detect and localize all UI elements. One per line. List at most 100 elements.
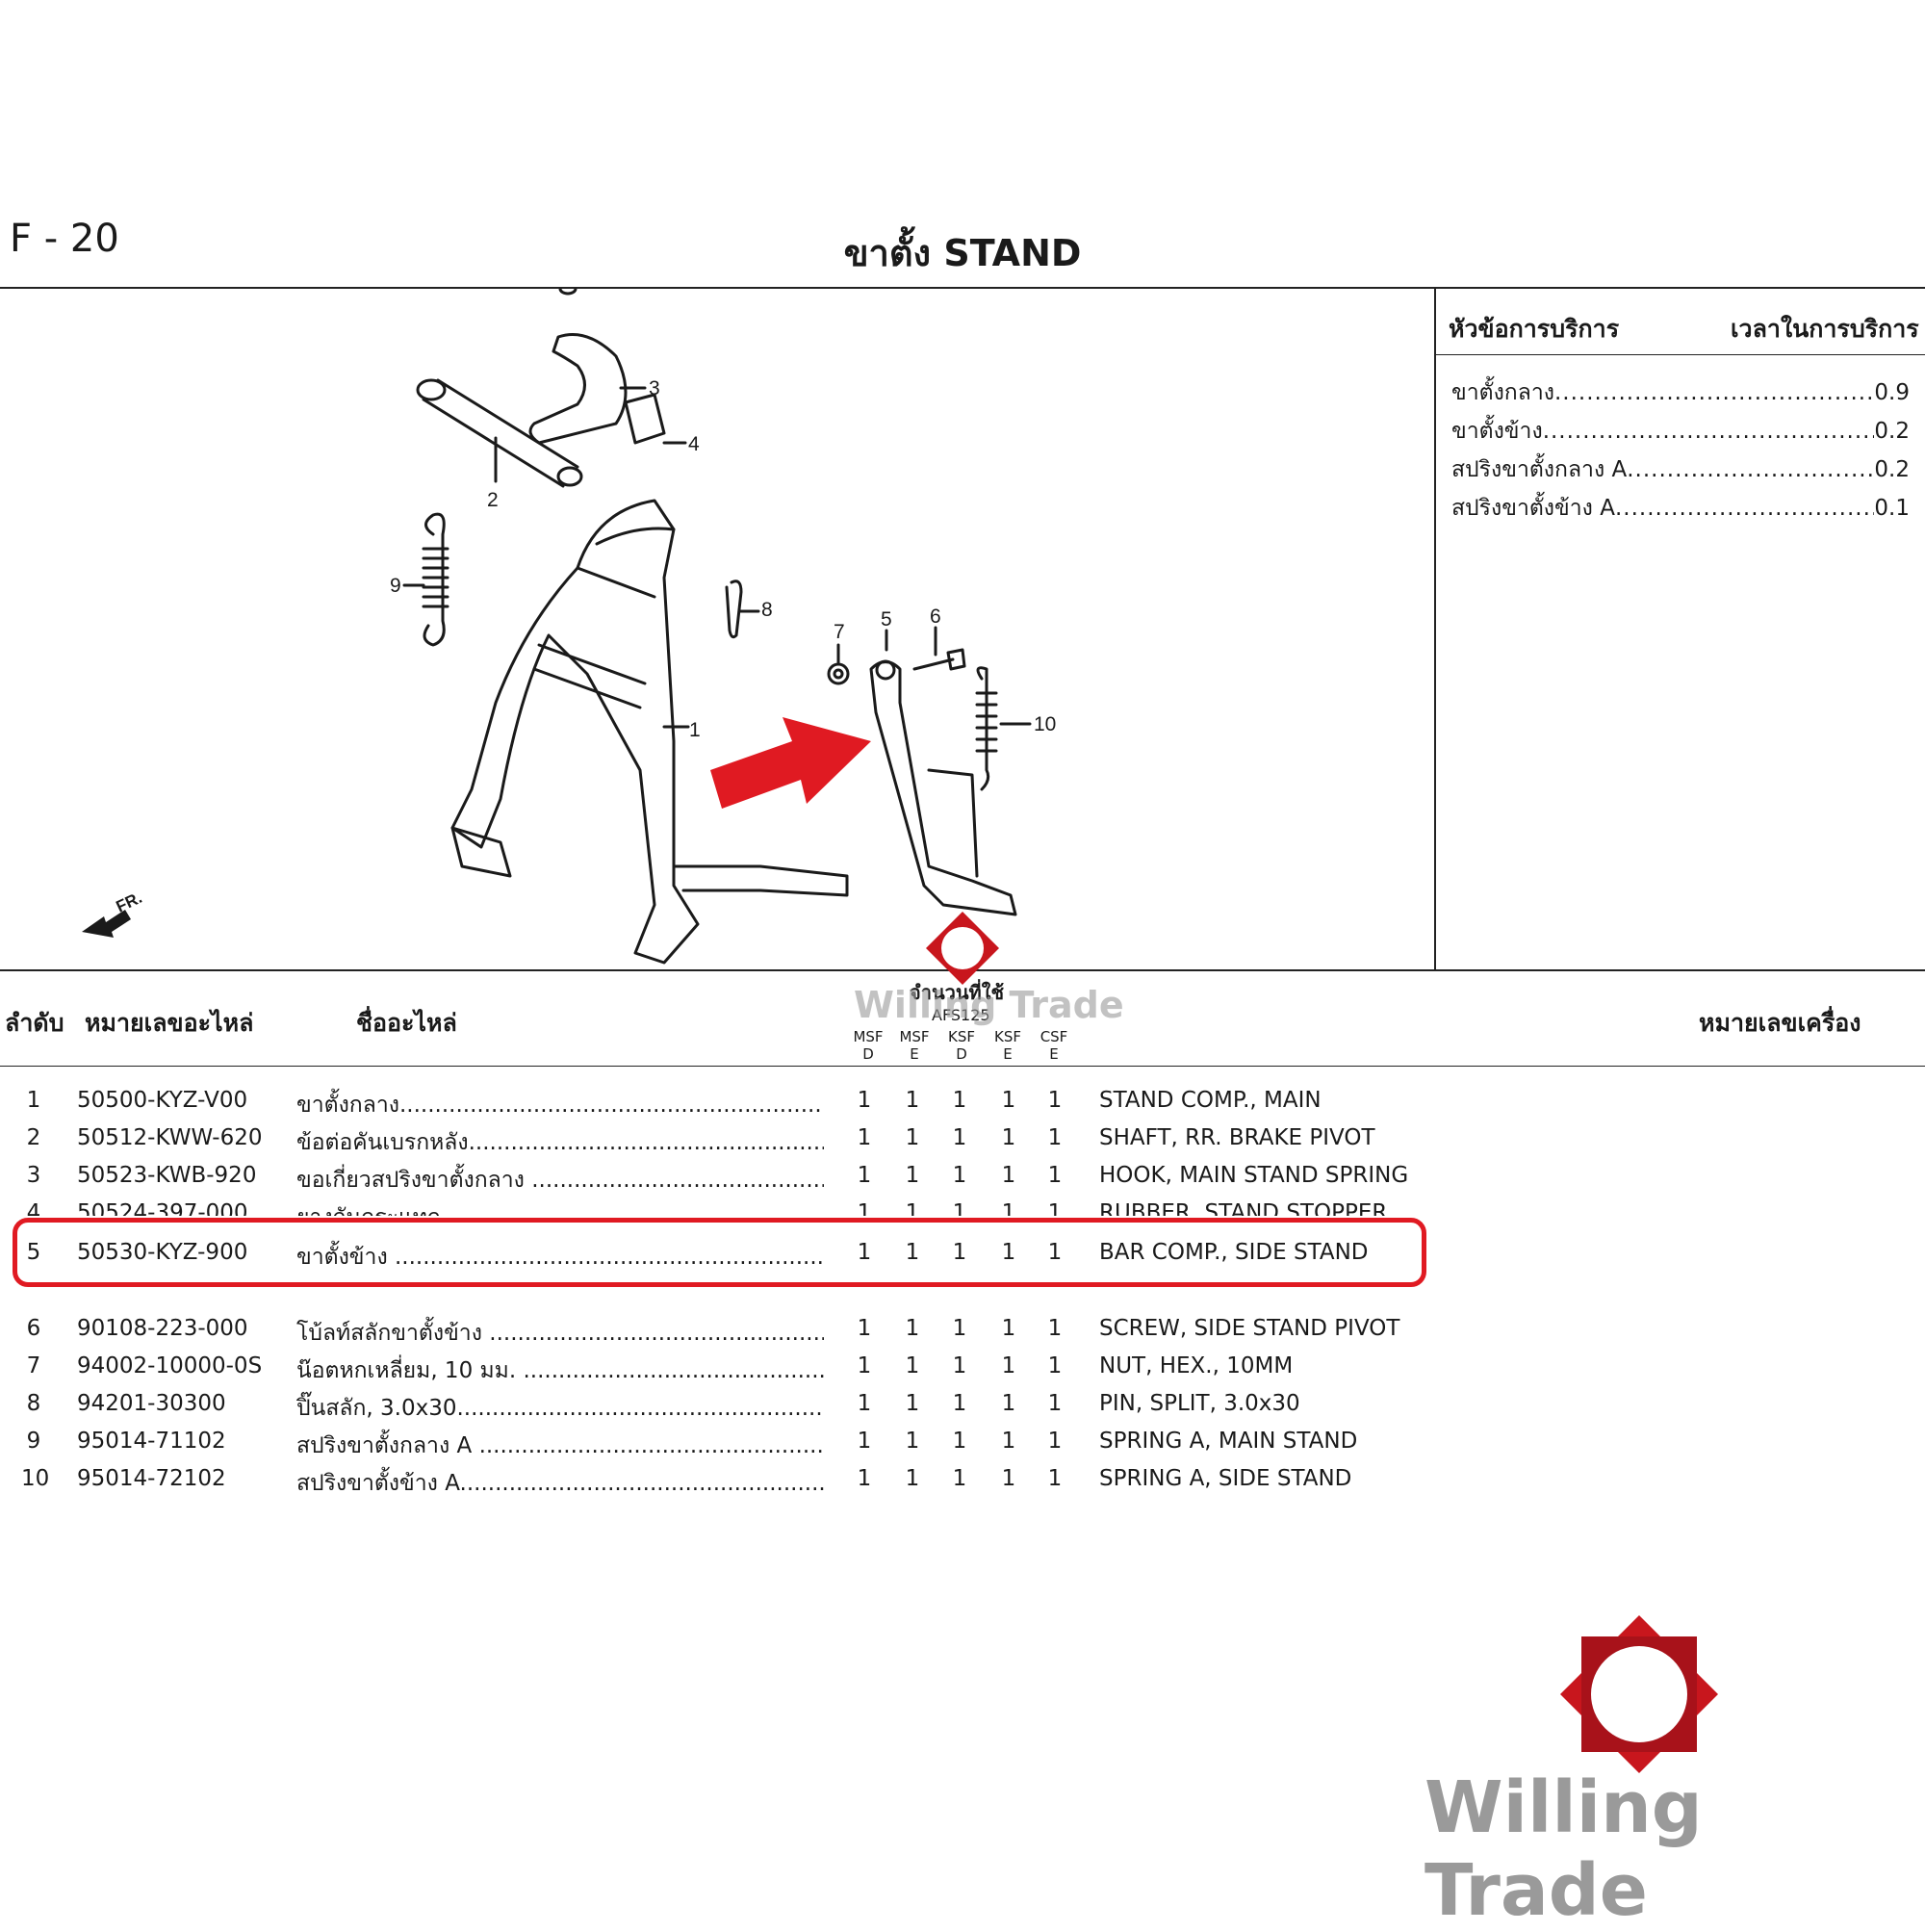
service-header-time: เวลาในการบริการ bbox=[1731, 315, 1919, 343]
row-part-name-th: สปริงขาตั้งข้าง A.......................… bbox=[296, 1471, 824, 1496]
row-part-number: 94002-10000-0S bbox=[77, 1353, 263, 1378]
table-row[interactable]: 8 94201-30300 ปิ๊นสลัก, 3.0x30..........… bbox=[0, 1385, 1925, 1424]
row-qty: 1 bbox=[1001, 1088, 1016, 1113]
part-3-hook bbox=[528, 333, 628, 445]
row-qty: 1 bbox=[1047, 1316, 1063, 1341]
watermark-text-small: Willing Trade bbox=[854, 984, 1124, 1026]
row-no: 5 bbox=[26, 1240, 41, 1265]
table-row[interactable]: 3 50523-KWB-920 ขอเกี่ยวสปริงขาตั้งกลาง … bbox=[0, 1157, 1925, 1196]
variant-code: CSF bbox=[1040, 1028, 1068, 1045]
variant-type: D bbox=[956, 1045, 967, 1063]
table-row[interactable]: 6 90108-223-000 โบ้ลท์สลักขาตั้งข้าง ...… bbox=[0, 1310, 1925, 1349]
table-row[interactable]: 7 94002-10000-0S น๊อตหกเหลี่ยม, 10 มม. .… bbox=[0, 1348, 1925, 1386]
callout-1: 1 bbox=[689, 719, 701, 741]
part-8-pin bbox=[725, 580, 743, 639]
row-qty: 1 bbox=[905, 1353, 920, 1378]
col-header-part-name: ชื่ออะไหล่ bbox=[356, 1009, 457, 1037]
panel-divider bbox=[1434, 287, 1436, 970]
row-qty: 1 bbox=[1047, 1163, 1063, 1188]
row-part-name-en: STAND COMP., MAIN bbox=[1099, 1088, 1322, 1113]
row-part-name-en: SCREW, SIDE STAND PIVOT bbox=[1099, 1316, 1400, 1341]
row-qty: 1 bbox=[952, 1316, 967, 1341]
part-1-main-stand bbox=[450, 499, 700, 965]
variant-type: E bbox=[910, 1045, 919, 1063]
service-list: ขาตั้งกลาง .............................… bbox=[1451, 374, 1910, 528]
row-part-name-en: SPRING A, SIDE STAND bbox=[1099, 1466, 1352, 1491]
row-qty: 1 bbox=[905, 1466, 920, 1491]
callout-9: 9 bbox=[390, 575, 401, 597]
row-qty: 1 bbox=[857, 1316, 872, 1341]
variant-type: E bbox=[1003, 1045, 1013, 1063]
row-part-name-th: ขาตั้งข้าง .............................… bbox=[296, 1245, 824, 1270]
part-2-shaft bbox=[422, 378, 579, 488]
service-header-divider bbox=[1436, 354, 1925, 355]
table-row[interactable]: 9 95014-71102 สปริงขาตั้งกลาง A ........… bbox=[0, 1423, 1925, 1461]
table-row-highlighted[interactable]: 5 50530-KYZ-900 ขาตั้งข้าง .............… bbox=[0, 1234, 1925, 1273]
service-row: สปริงขาตั้งข้าง A ......................… bbox=[1451, 489, 1910, 528]
part-9-spring bbox=[423, 512, 446, 647]
stand-exploded-diagram: 1 2 3 4 5 6 7 8 9 10 FR. bbox=[82, 289, 1056, 965]
row-no: 2 bbox=[26, 1125, 41, 1150]
row-qty: 1 bbox=[905, 1163, 920, 1188]
table-row[interactable]: 1 50500-KYZ-V00 ขาตั้งกลาง..............… bbox=[0, 1082, 1925, 1121]
row-qty: 1 bbox=[905, 1240, 920, 1265]
row-qty: 1 bbox=[857, 1391, 872, 1416]
leader-dots: ........................................… bbox=[1553, 380, 1875, 405]
row-qty: 1 bbox=[1047, 1429, 1063, 1454]
row-qty: 1 bbox=[905, 1200, 920, 1216]
row-qty: 1 bbox=[857, 1125, 872, 1150]
row-part-number: 50530-KYZ-900 bbox=[77, 1240, 248, 1265]
row-qty: 1 bbox=[905, 1088, 920, 1113]
row-qty: 1 bbox=[857, 1088, 872, 1113]
watermark-logo-small bbox=[926, 912, 999, 985]
row-part-number: 50523-KWB-920 bbox=[77, 1163, 257, 1188]
row-qty: 1 bbox=[905, 1316, 920, 1341]
row-highlight-box bbox=[13, 1218, 1426, 1287]
row-part-number: 50512-KWW-620 bbox=[77, 1125, 263, 1150]
row-no: 7 bbox=[26, 1353, 41, 1378]
willing-trade-logo bbox=[1560, 1615, 1718, 1773]
row-qty: 1 bbox=[905, 1125, 920, 1150]
leader-dots: ........................................… bbox=[1542, 419, 1875, 444]
row-qty: 1 bbox=[1001, 1240, 1016, 1265]
row-part-number: 50524-397-000 bbox=[77, 1200, 248, 1216]
row-qty: 1 bbox=[952, 1353, 967, 1378]
row-part-name-th: สปริงขาตั้งกลาง A ......................… bbox=[296, 1433, 824, 1458]
service-time: 0.9 bbox=[1874, 380, 1910, 405]
service-time: 0.2 bbox=[1874, 419, 1910, 444]
callout-5: 5 bbox=[881, 608, 892, 631]
part-7-nut bbox=[827, 662, 850, 685]
row-part-number: 94201-30300 bbox=[77, 1391, 226, 1416]
table-row[interactable]: 10 95014-72102 สปริงขาตั้งข้าง A........… bbox=[0, 1460, 1925, 1499]
leader-dots: ........................................… bbox=[1627, 457, 1875, 482]
callout-3: 3 bbox=[649, 377, 660, 399]
callout-4: 4 bbox=[688, 433, 700, 455]
row-qty: 1 bbox=[1001, 1466, 1016, 1491]
variant-code: KSF bbox=[994, 1028, 1021, 1045]
service-header-item: หัวข้อการบริการ bbox=[1449, 315, 1620, 343]
variant-type: D bbox=[862, 1045, 874, 1063]
row-qty: 1 bbox=[857, 1240, 872, 1265]
row-qty: 1 bbox=[1047, 1240, 1063, 1265]
row-qty: 1 bbox=[952, 1240, 967, 1265]
service-name: ขาตั้งข้าง bbox=[1451, 419, 1543, 444]
service-row: ขาตั้งข้าง .............................… bbox=[1451, 412, 1910, 451]
service-time: 0.2 bbox=[1874, 457, 1910, 482]
table-row[interactable]: 2 50512-KWW-620 ข้อต่อคันเบรกหลัง.......… bbox=[0, 1120, 1925, 1158]
col-header-quantity: จำนวนที่ใช้ bbox=[910, 981, 1005, 1004]
willing-trade-wordmark: Willing Trade bbox=[1424, 1766, 1703, 1932]
row-part-name-en: RUBBER, STAND STOPPER bbox=[1099, 1200, 1388, 1216]
row-qty: 1 bbox=[1047, 1200, 1063, 1216]
row-qty: 1 bbox=[1001, 1353, 1016, 1378]
variant-code: MSF bbox=[899, 1028, 930, 1045]
table-row[interactable]: 4 50524-397-000 ยางกันกระแทก 1 1 1 1 1 R… bbox=[0, 1195, 1925, 1216]
row-qty: 1 bbox=[952, 1163, 967, 1188]
row-no: 10 bbox=[21, 1466, 50, 1491]
row-qty: 1 bbox=[1047, 1088, 1063, 1113]
row-part-name-th: ข้อต่อคันเบรกหลัง.......................… bbox=[296, 1130, 824, 1155]
callout-7: 7 bbox=[834, 621, 845, 643]
